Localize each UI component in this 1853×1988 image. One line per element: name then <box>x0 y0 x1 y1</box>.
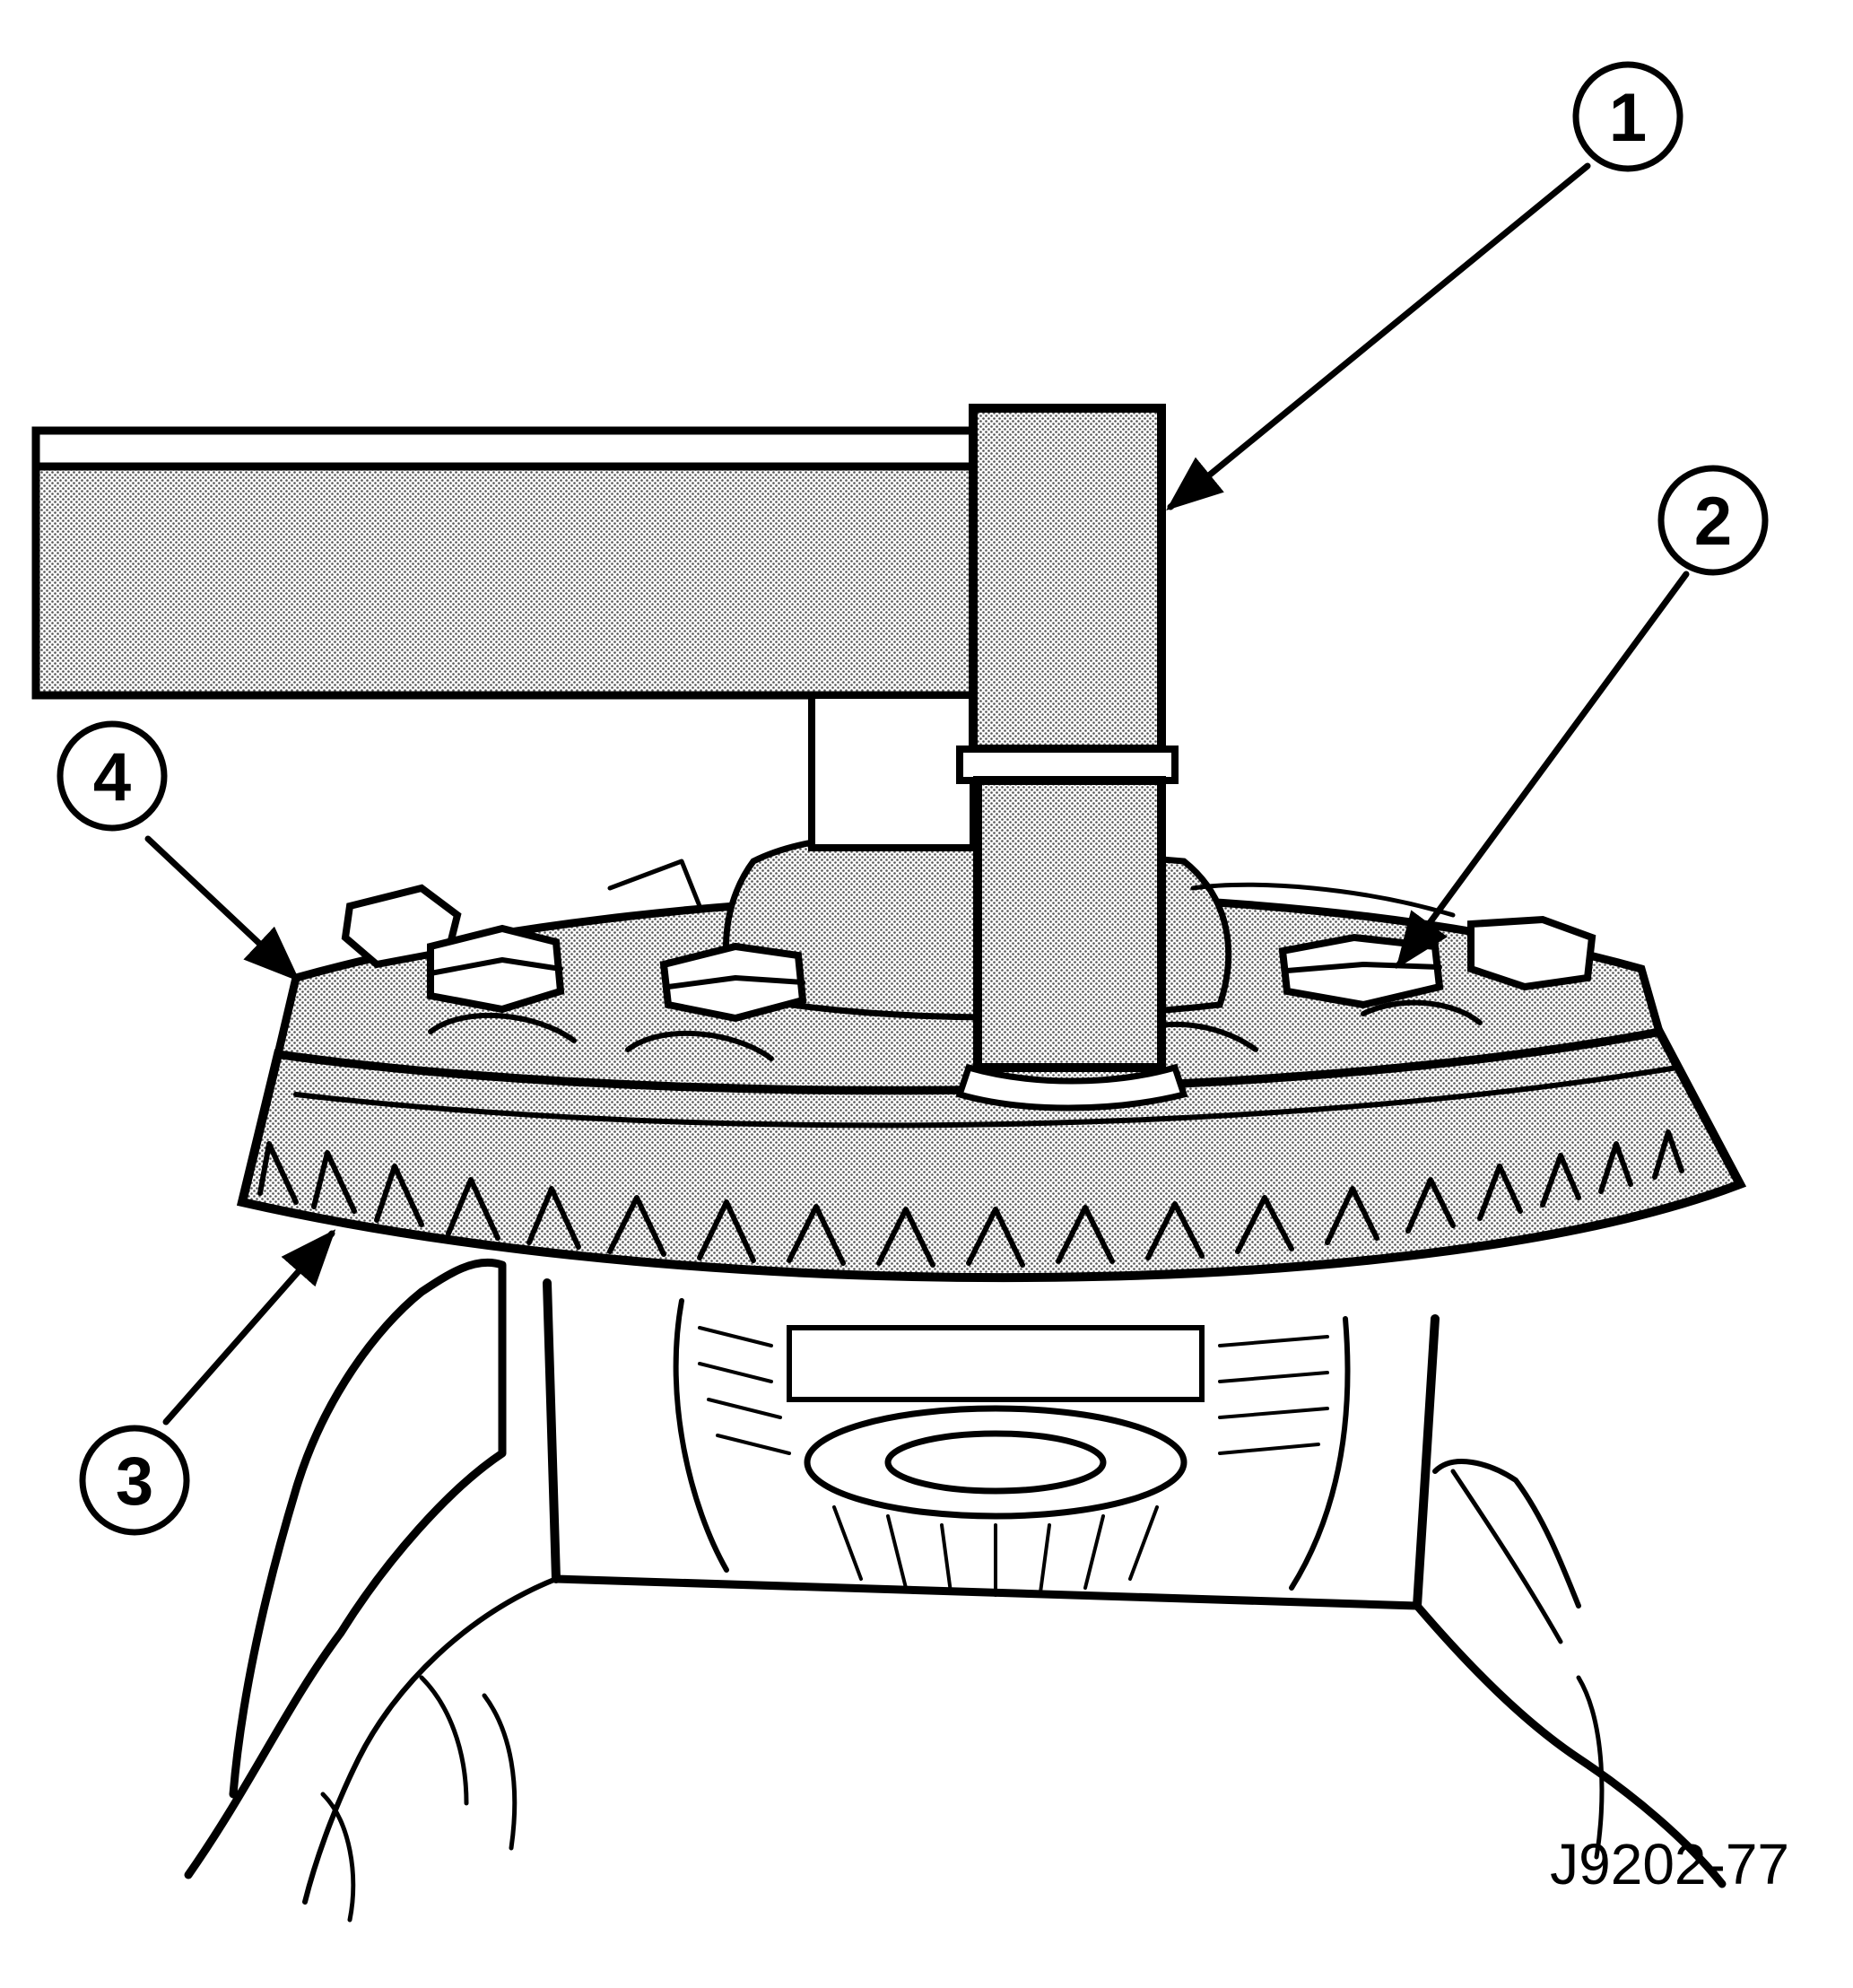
leader-4 <box>144 835 300 982</box>
callout-number: 2 <box>1694 484 1732 560</box>
ring-gear-teeth <box>257 1129 1684 1268</box>
ring-gear-bolt-callout-target <box>1278 933 1444 1009</box>
callout-leaders <box>144 162 1690 1426</box>
callout-number: 3 <box>116 1443 153 1520</box>
callout-circle <box>1572 61 1683 172</box>
callout-3: 3 <box>79 1425 190 1536</box>
leader-3 <box>162 1229 336 1426</box>
ring-gear-bolt <box>427 924 565 1014</box>
side-gear <box>804 1405 1187 1520</box>
callout-number: 4 <box>93 739 131 815</box>
callout-circle <box>1657 465 1769 576</box>
callout-number: 1 <box>1609 80 1647 156</box>
callout-4: 4 <box>57 720 168 832</box>
callout-circle <box>57 720 168 832</box>
puller-collar <box>808 692 977 851</box>
ring-gear-bolt <box>1467 915 1596 991</box>
callout-2: 2 <box>1657 465 1769 576</box>
callout-1: 1 <box>1572 61 1683 172</box>
differential-carrier <box>543 1278 1440 1610</box>
callout-circle <box>79 1425 190 1536</box>
puller-tool <box>31 404 1188 1112</box>
ring-gear <box>236 1026 1747 1283</box>
figure-id-label: J9202-77 <box>1550 1832 1789 1896</box>
ring-gear-bolt <box>659 942 807 1023</box>
leader-2 <box>1396 571 1690 970</box>
puller-screw <box>969 404 1166 754</box>
pinion-shaft <box>787 1325 1205 1402</box>
axle-housing <box>184 1258 1727 1923</box>
leader-1 <box>1166 162 1591 510</box>
